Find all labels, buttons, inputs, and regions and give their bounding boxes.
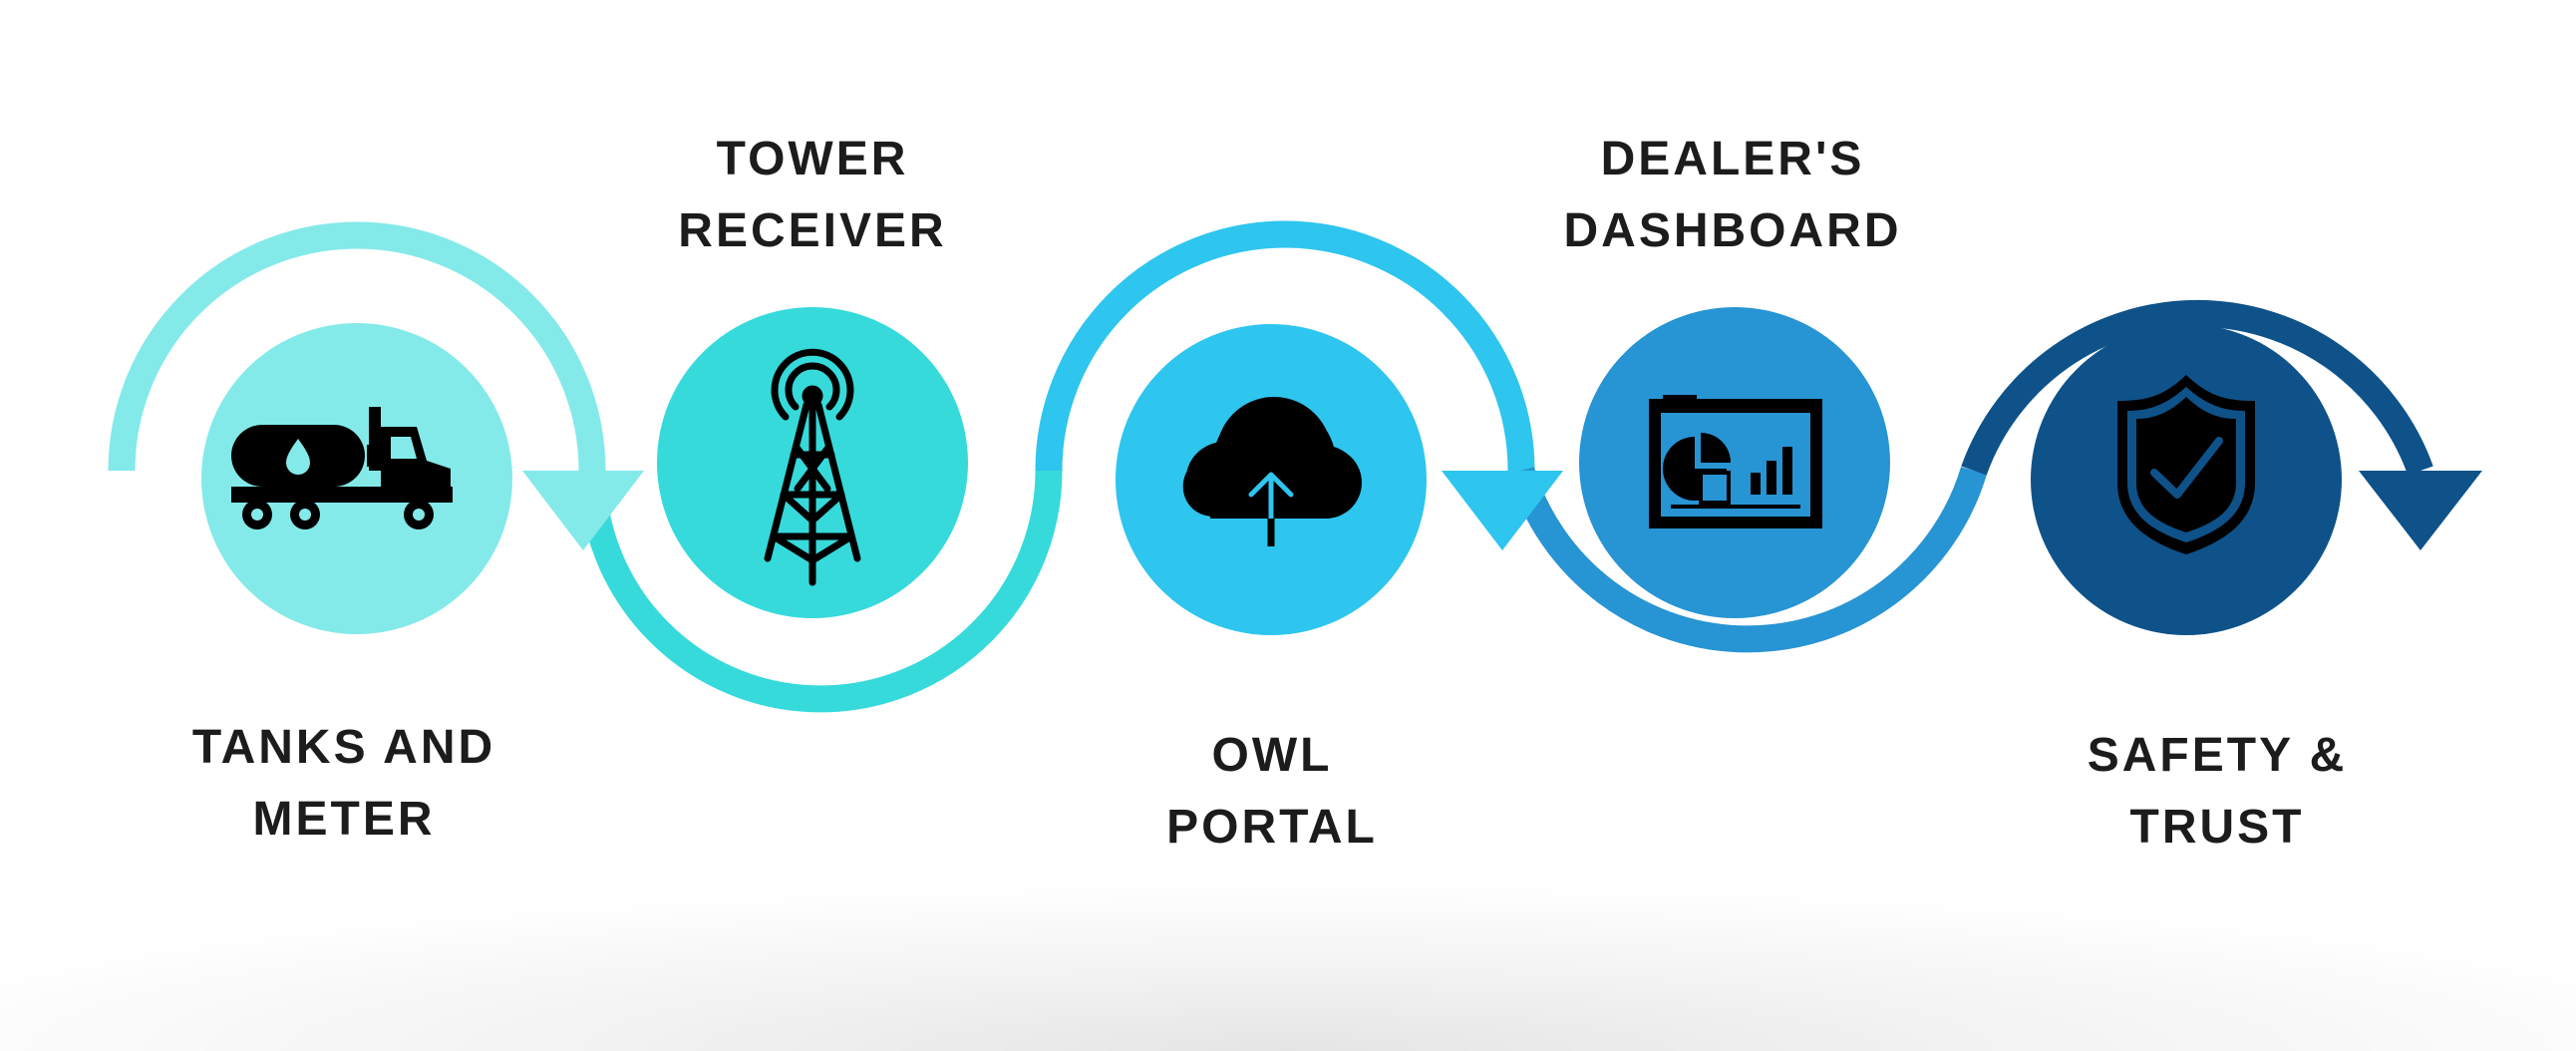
- wheel-hub-1: [251, 509, 263, 521]
- step-label-2-line-1: TOWER: [716, 133, 909, 185]
- cloud-upload-icon: [1182, 397, 1362, 546]
- arrowhead-step-5: [2359, 471, 2482, 550]
- step-label-4-line-2: DASHBOARD: [1563, 204, 1902, 257]
- dashboard-icon: [1649, 395, 1822, 528]
- radio-tower-icon: [764, 348, 861, 586]
- step-label-4-line-1: DEALER'S: [1600, 133, 1865, 185]
- step-label-3: OWL PORTAL: [1043, 720, 1501, 864]
- step-label-2-line-2: RECEIVER: [678, 204, 947, 257]
- shield-check-icon: [2117, 375, 2255, 554]
- wheel-hub-2: [299, 509, 311, 521]
- arc-step-4: [1508, 467, 1987, 653]
- arc-step-3: [1035, 220, 1535, 472]
- wheel-hub-3: [413, 509, 425, 521]
- arc-step-5: [1961, 299, 2433, 476]
- arrowhead-step-1: [522, 471, 644, 550]
- step-label-3-line-1: OWL: [1211, 729, 1333, 782]
- step-label-1: TANKS AND METER: [115, 712, 573, 856]
- step-label-5-line-2: TRUST: [2129, 801, 2305, 854]
- arrowhead-step-3: [1442, 471, 1563, 550]
- fuel-drop-icon: [286, 439, 310, 475]
- step-label-3-line-2: PORTAL: [1166, 801, 1378, 854]
- arc-step-1: [108, 221, 606, 472]
- step-label-2: TOWER RECEIVER: [583, 124, 1042, 267]
- step-label-1-line-1: TANKS AND: [191, 721, 496, 774]
- truck-window: [391, 437, 417, 459]
- step-label-5: SAFETY & TRUST: [1988, 720, 2446, 864]
- step-label-5-line-1: SAFETY &: [2087, 729, 2348, 782]
- step-circle-1: [201, 323, 512, 634]
- step-label-4: DEALER'S DASHBOARD: [1503, 124, 1962, 267]
- step-label-1-line-2: METER: [252, 793, 436, 846]
- arc-step-2: [578, 470, 1063, 713]
